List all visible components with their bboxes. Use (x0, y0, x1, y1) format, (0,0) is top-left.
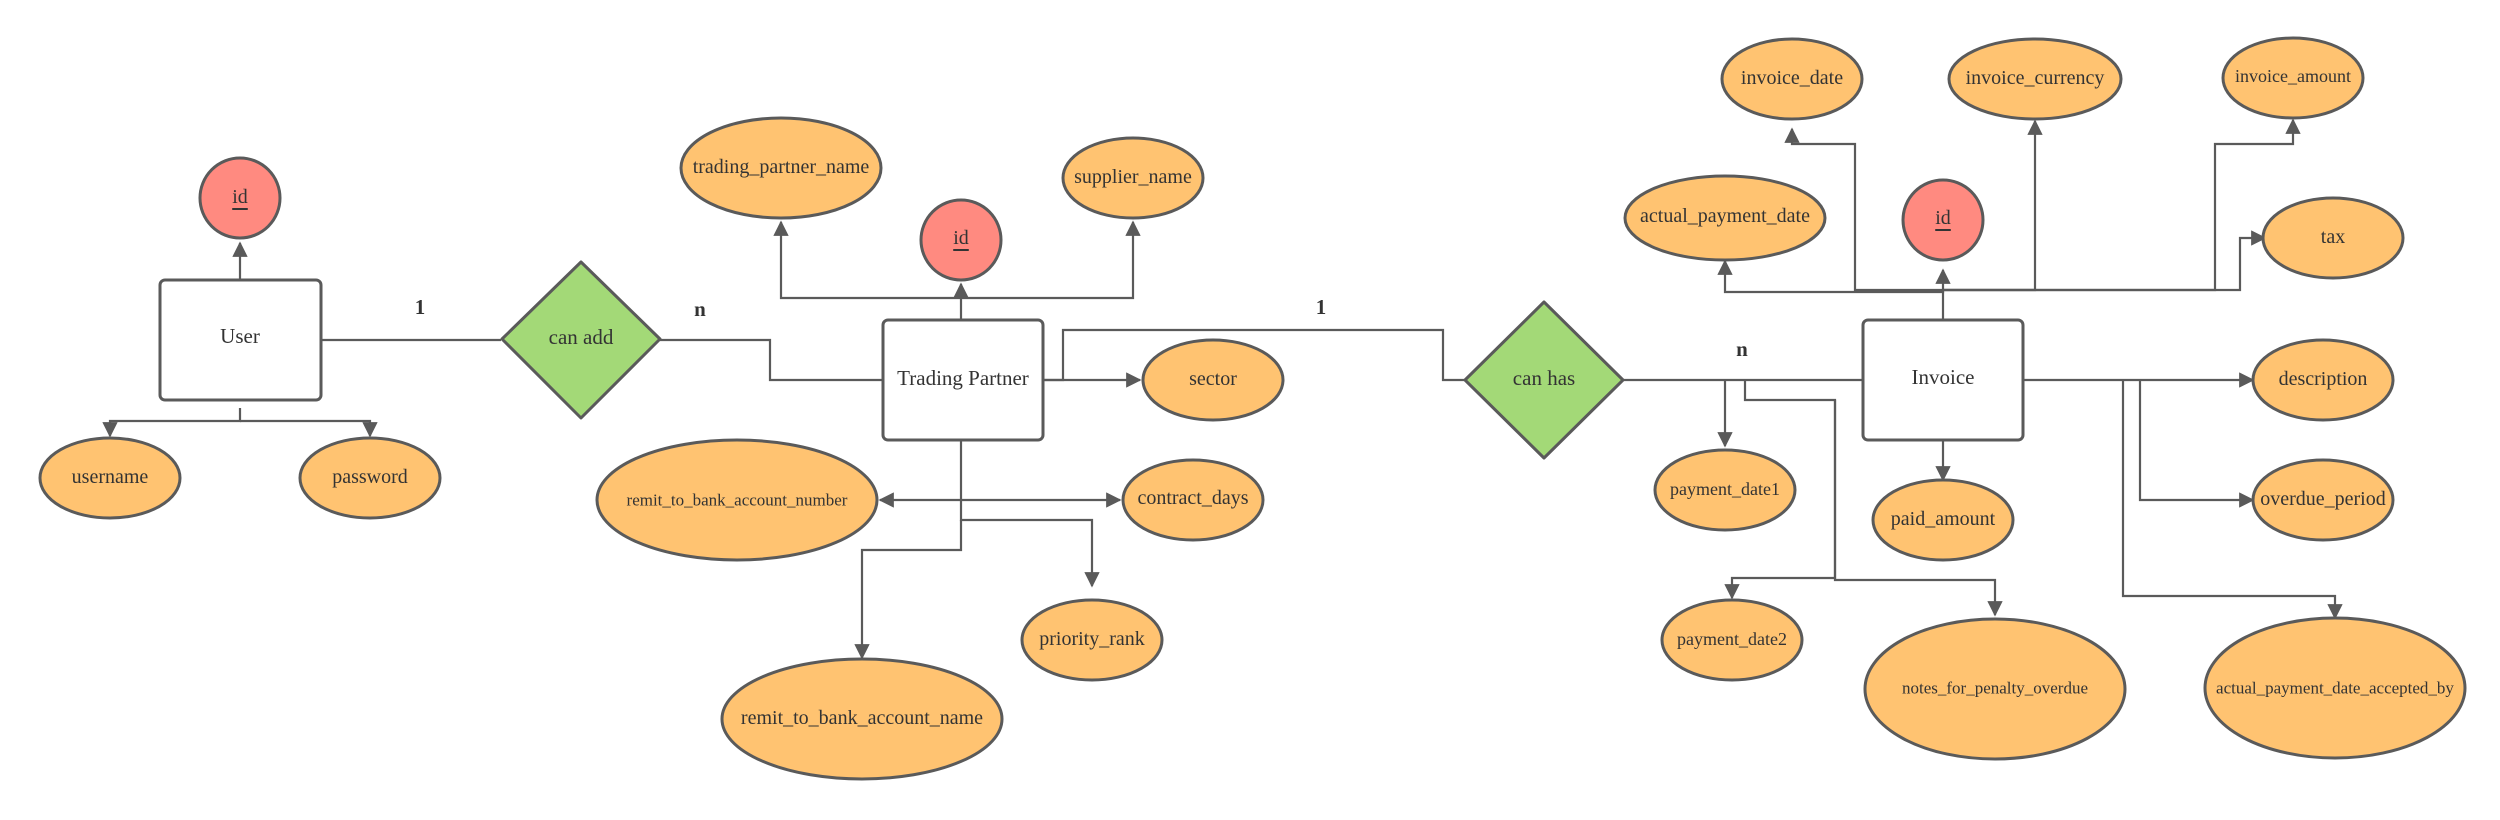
attribute-overdue-period-label: overdue_period (2260, 488, 2386, 510)
attribute-invoice-amount[interactable]: invoice_amount (2221, 36, 2365, 120)
entity-user[interactable]: User (158, 278, 323, 402)
entity-trading-partner[interactable]: Trading Partner (881, 318, 1045, 442)
attribute-supplier-name-label: supplier_name (1074, 166, 1192, 188)
attribute-invoice-date[interactable]: invoice_date (1720, 37, 1864, 121)
attribute-remit-to-bank-account-name[interactable]: remit_to_bank_account_name (720, 657, 1004, 781)
cardinality-can-has-invoice: n (1736, 337, 1748, 361)
attribute-description-label: description (2279, 368, 2368, 390)
attribute-contract-days[interactable]: contract_days (1121, 458, 1265, 542)
edge-user-username (102, 408, 242, 438)
relationship-can-add-label: can add (549, 325, 614, 349)
attribute-remit-to-bank-account-name-label: remit_to_bank_account_name (741, 707, 983, 729)
edge-tp-priority-rank (959, 500, 1100, 588)
edge-tp-supplier-name (961, 220, 1141, 300)
cardinality-user-can-add: 1 (415, 295, 426, 319)
attribute-payment-date2[interactable]: payment_date2 (1660, 598, 1804, 682)
attribute-notes-for-penalty-overdue-label: notes_for_penalty_overdue (1902, 679, 2088, 698)
edge-tax (1943, 230, 2267, 292)
edge-actual-payment-accepted (2121, 380, 2343, 620)
attribute-contract-days-label: contract_days (1137, 487, 1248, 509)
attribute-tax-label: tax (2321, 226, 2345, 248)
attribute-tp-id[interactable]: id (919, 198, 1003, 282)
attribute-paid-amount[interactable]: paid_amount (1871, 478, 2015, 562)
entity-user-label: User (220, 324, 260, 348)
attribute-actual-payment-date-accepted-by[interactable]: actual_payment_date_accepted_by (2203, 616, 2467, 760)
attribute-invoice-date-label: invoice_date (1741, 67, 1843, 89)
attribute-user-id[interactable]: id (198, 156, 282, 240)
attribute-actual-payment-date-label: actual_payment_date (1640, 205, 1810, 227)
attribute-priority-rank-label: priority_rank (1039, 628, 1145, 650)
attribute-remit-to-bank-account-number-label: remit_to_bank_account_number (627, 491, 848, 510)
attribute-remit-to-bank-account-number[interactable]: remit_to_bank_account_number (595, 438, 879, 562)
attribute-invoice-currency-label: invoice_currency (1966, 67, 2105, 89)
edge-user-password (240, 419, 378, 438)
attribute-priority-rank[interactable]: priority_rank (1020, 598, 1164, 682)
attribute-tax[interactable]: tax (2261, 196, 2405, 280)
connectors (102, 118, 2343, 660)
attribute-trading-partner-name[interactable]: trading_partner_name (679, 116, 883, 220)
entity-invoice-label: Invoice (1912, 365, 1975, 389)
edge-tp-can-has (1043, 328, 1465, 382)
attribute-payment-date1-label: payment_date1 (1670, 479, 1780, 499)
attribute-description[interactable]: description (2251, 338, 2395, 422)
attribute-supplier-name[interactable]: supplier_name (1061, 136, 1205, 220)
edge-tp-trading-partner-name (773, 220, 961, 300)
attribute-invoice-amount-label: invoice_amount (2235, 66, 2351, 86)
attribute-trading-partner-name-label: trading_partner_name (693, 156, 870, 178)
edge-notes-penalty (1833, 400, 2003, 617)
attribute-payment-date2-label: payment_date2 (1677, 629, 1787, 649)
relationship-can-add[interactable]: can add (500, 260, 662, 420)
attribute-invoice-currency[interactable]: invoice_currency (1947, 37, 2123, 121)
edge-tp-remit-name (854, 520, 963, 660)
attribute-username-label: username (72, 466, 149, 488)
edge-actual-payment-date (1717, 259, 1945, 294)
attribute-user-id-label: id (232, 186, 248, 208)
entity-invoice[interactable]: Invoice (1861, 318, 2025, 442)
relationship-can-has-label: can has (1513, 366, 1575, 390)
attribute-password[interactable]: password (298, 436, 442, 520)
edge-overdue-period (2138, 380, 2255, 508)
attribute-sector[interactable]: sector (1141, 338, 1285, 422)
attribute-tp-id-label: id (953, 227, 969, 249)
cardinality-can-add-trading-partner: n (694, 297, 706, 321)
attribute-actual-payment-date-accepted-by-label: actual_payment_date_accepted_by (2216, 679, 2454, 698)
attribute-notes-for-penalty-overdue[interactable]: notes_for_penalty_overdue (1863, 617, 2127, 761)
edge-invoice-date (1784, 127, 1943, 292)
edge-can-add-trading-partner (660, 338, 883, 382)
attribute-password-label: password (332, 466, 408, 488)
attribute-payment-date1[interactable]: payment_date1 (1653, 448, 1797, 532)
attribute-paid-amount-label: paid_amount (1891, 508, 1996, 530)
attribute-actual-payment-date[interactable]: actual_payment_date (1623, 174, 1827, 262)
attribute-username[interactable]: username (38, 436, 182, 520)
relationship-can-has[interactable]: can has (1463, 300, 1625, 460)
cardinalities: 1 n 1 n (415, 295, 1748, 361)
attribute-sector-label: sector (1189, 368, 1237, 390)
attribute-invoice-id-label: id (1935, 207, 1951, 229)
entity-trading-partner-label: Trading Partner (897, 366, 1029, 390)
attribute-invoice-id[interactable]: id (1901, 178, 1985, 262)
edge-tp-remit-number (878, 440, 963, 508)
cardinality-trading-partner-can-has: 1 (1316, 295, 1327, 319)
attribute-overdue-period[interactable]: overdue_period (2251, 458, 2395, 542)
